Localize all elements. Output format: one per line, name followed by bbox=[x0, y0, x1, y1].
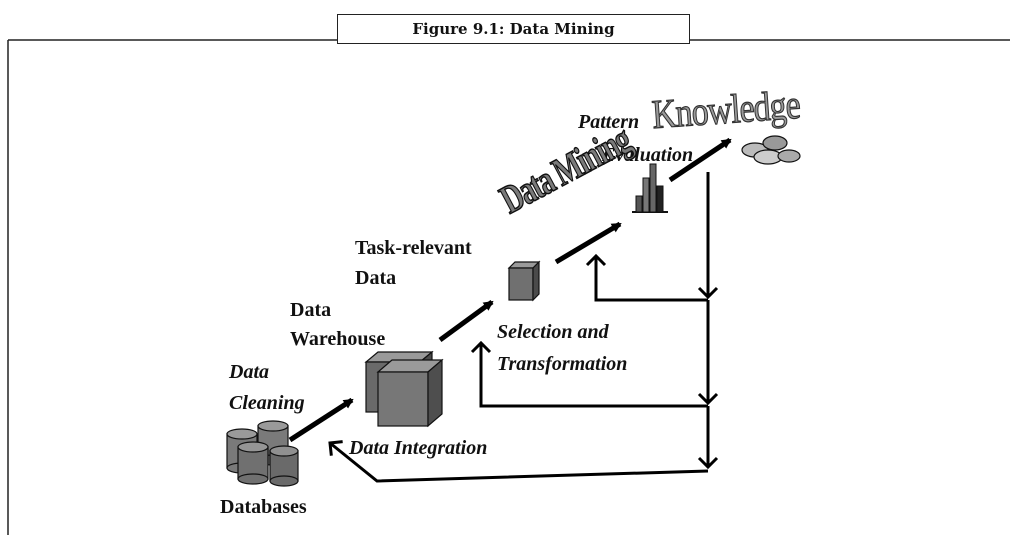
arrow-task-data-to-pattern bbox=[554, 221, 622, 265]
feedback-arrows bbox=[328, 172, 719, 483]
selection-label-1: Selection and bbox=[497, 321, 609, 343]
data-cleaning-label-1: Data bbox=[229, 361, 269, 383]
data-warehouse-label-1: Data bbox=[290, 299, 332, 321]
arrow-warehouse-to-task-data bbox=[438, 299, 494, 343]
task-relevant-label-1: Task-relevant bbox=[355, 237, 472, 259]
feedback-to-warehouse bbox=[470, 340, 708, 408]
feedback-to-task-data bbox=[585, 253, 708, 302]
knowledge-label: Knowledge bbox=[650, 83, 802, 139]
pattern-evaluation-label-2: Evaluation bbox=[602, 144, 694, 166]
feedback-to-databases bbox=[328, 440, 709, 483]
pattern-evaluation-label-1: Pattern bbox=[578, 111, 640, 133]
figure-caption: Figure 9.1: Data Mining bbox=[337, 14, 690, 44]
task-relevant-data-icon bbox=[507, 260, 541, 302]
process-arrows bbox=[288, 137, 732, 443]
databases-label: Databases bbox=[220, 496, 307, 518]
task-relevant-label-2: Data bbox=[355, 267, 397, 289]
data-integration-label: Data Integration bbox=[349, 437, 488, 459]
data-warehouse-icon bbox=[364, 350, 444, 428]
data-warehouse-label-2: Warehouse bbox=[290, 328, 386, 350]
arrow-pattern-to-knowledge bbox=[668, 137, 732, 183]
figure-frame bbox=[7, 39, 1010, 535]
databases-icon bbox=[226, 420, 299, 487]
arrow-databases-to-warehouse bbox=[288, 397, 354, 443]
selection-label-2: Transformation bbox=[497, 353, 628, 375]
knowledge-stones-icon bbox=[741, 135, 801, 165]
data-cleaning-label-2: Cleaning bbox=[229, 392, 305, 414]
pattern-chart-icon bbox=[632, 163, 668, 213]
